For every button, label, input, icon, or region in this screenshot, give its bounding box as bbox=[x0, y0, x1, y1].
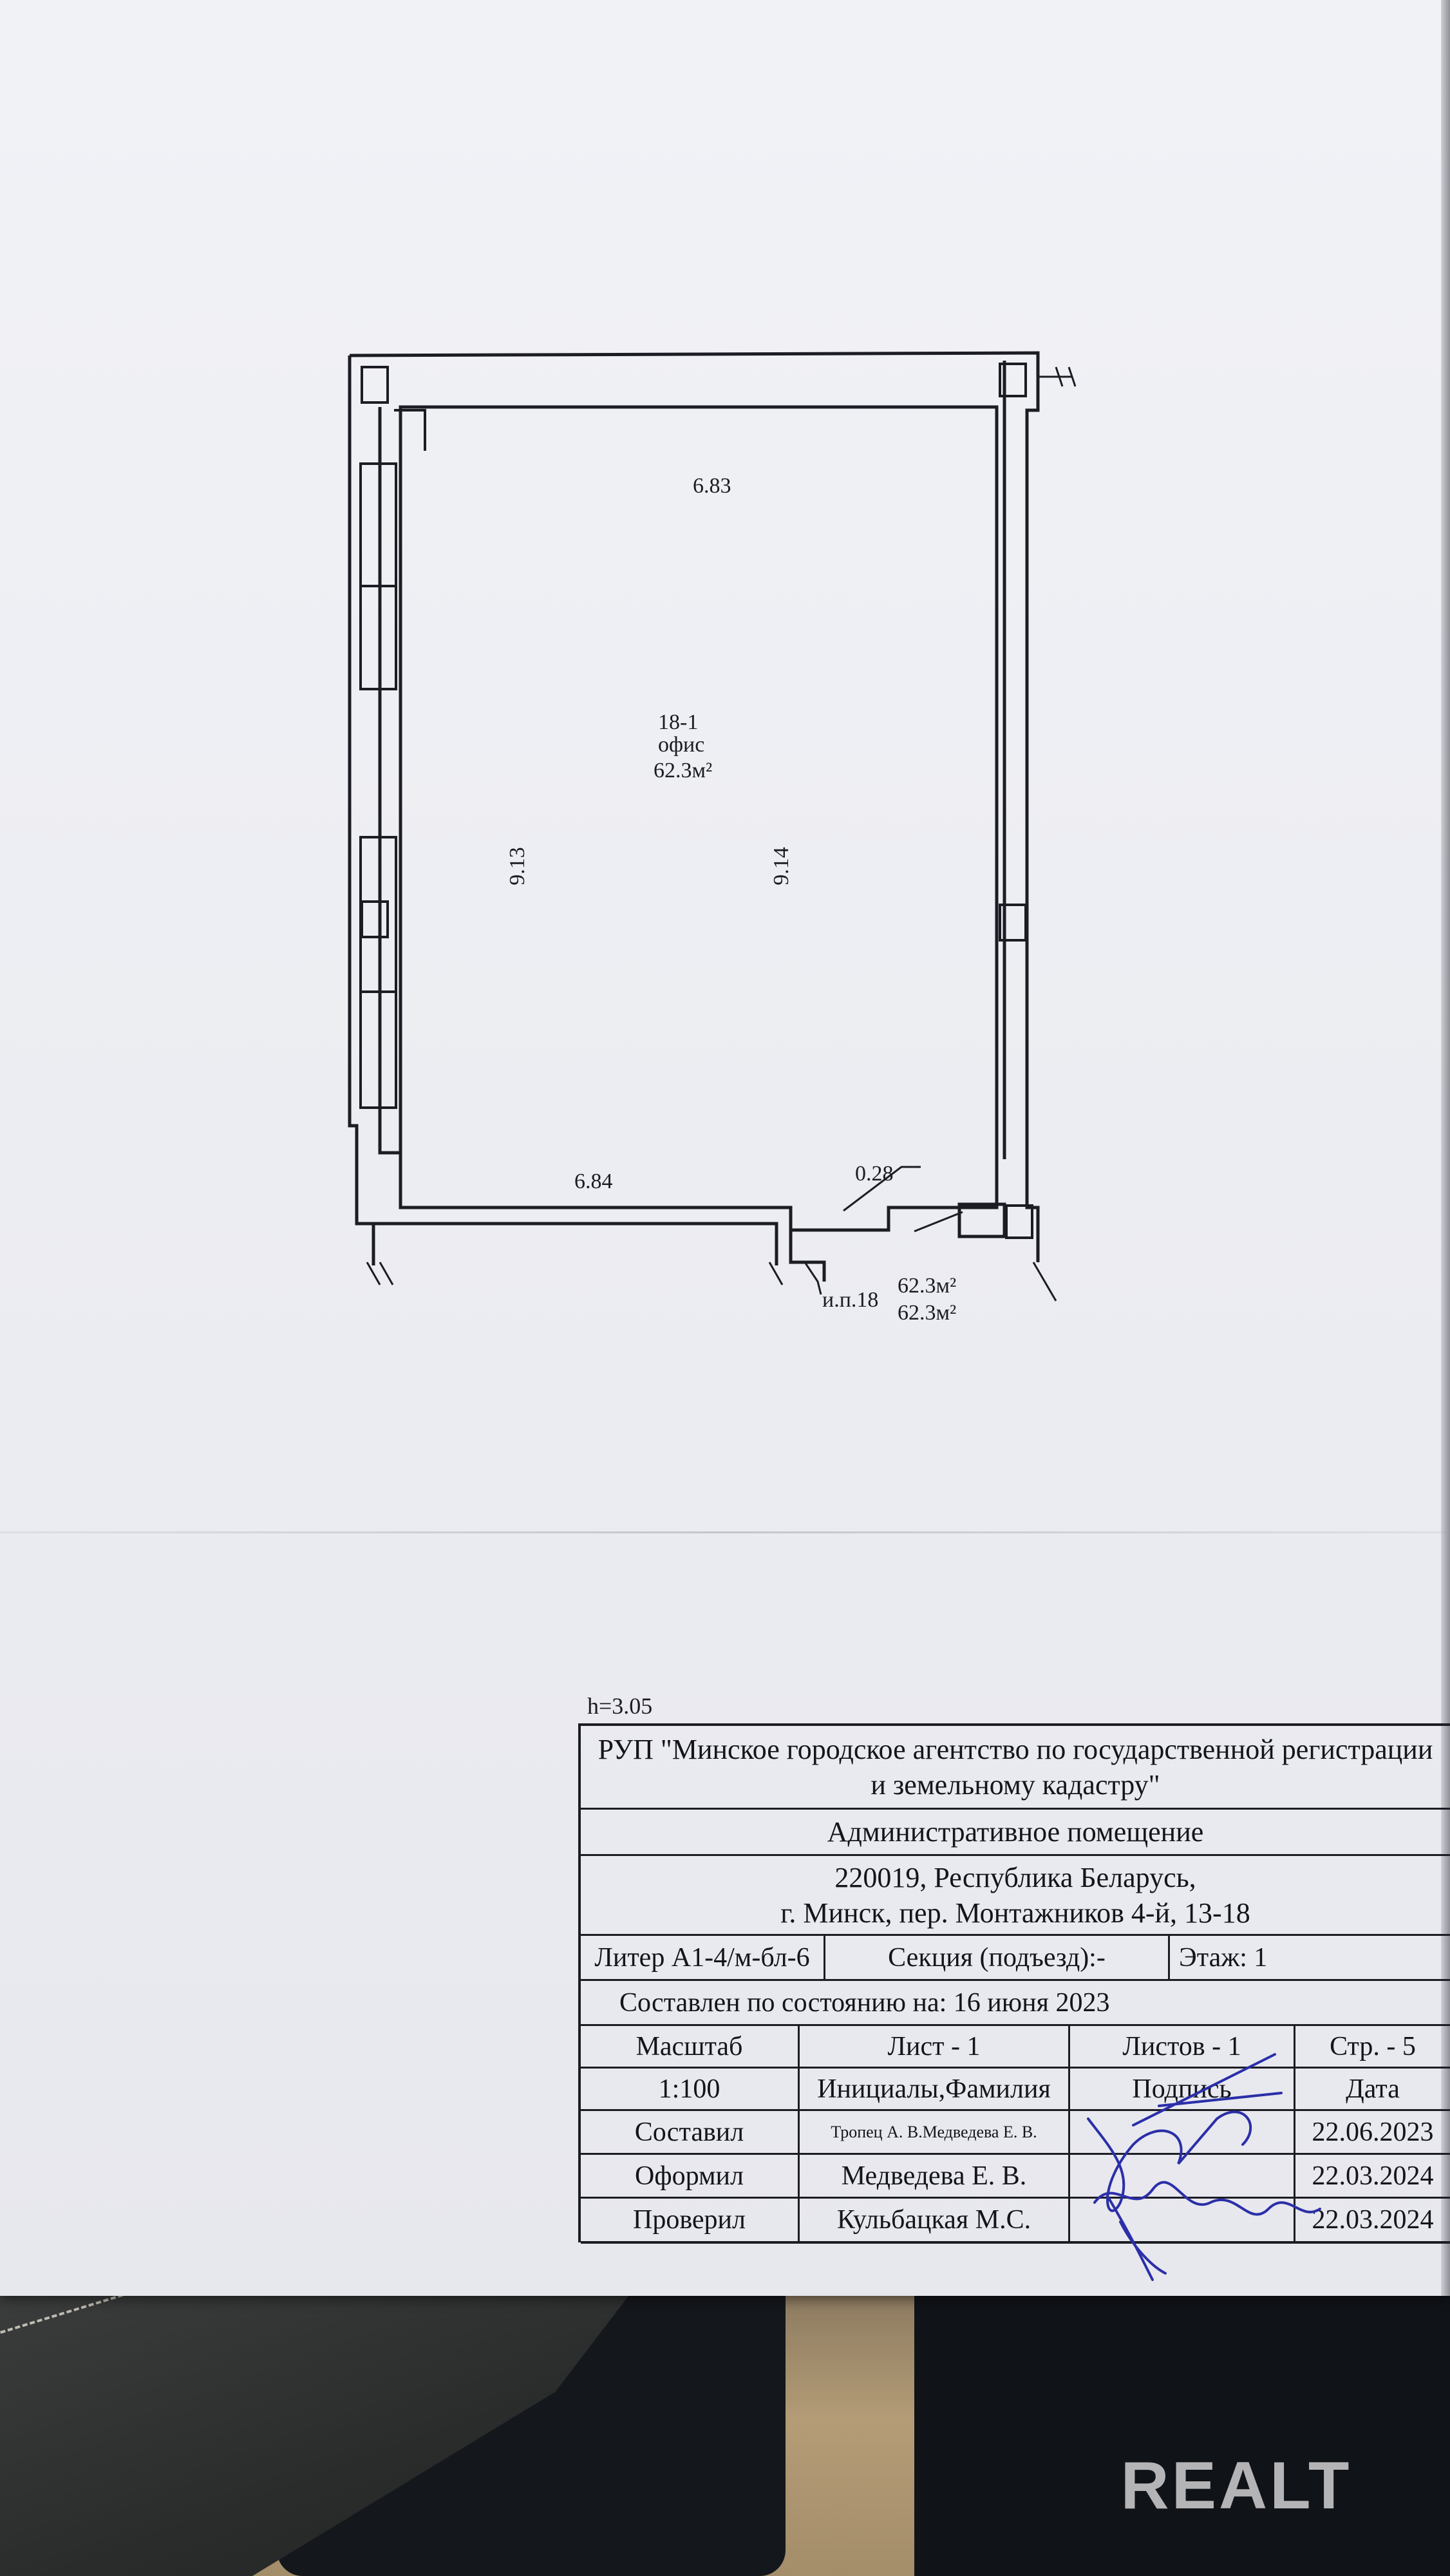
dimension-top: 6.83 bbox=[693, 474, 731, 498]
watermark-logo: REALT bbox=[1120, 2448, 1352, 2523]
tb-compiled-row: Составил Тропец А. В.Медведева Е. В. 22.… bbox=[581, 2111, 1450, 2155]
liter: Литер А1-4/м-бл-6 bbox=[581, 1936, 825, 1979]
tb-header-row: 1:100 Инициалы,Фамилия Подпись Дата bbox=[581, 2069, 1450, 2111]
section: Секция (подъезд):- bbox=[825, 1936, 1170, 1979]
height-label: h=3.05 bbox=[587, 1693, 653, 1719]
tb-formatted-row: Оформил Медведева Е. В. 22.03.2024 bbox=[581, 2155, 1450, 2199]
dimension-small: 0.28 bbox=[855, 1162, 894, 1186]
date-checked: 22.03.2024 bbox=[1312, 2205, 1434, 2235]
column-top-right bbox=[999, 363, 1027, 397]
sheet-label: Лист - 1 bbox=[800, 2026, 1070, 2067]
document-type: Административное помещение bbox=[827, 1816, 1204, 1848]
signature-header: Подпись bbox=[1070, 2069, 1295, 2109]
role-compiled: Составил bbox=[581, 2111, 800, 2153]
room-type: офис bbox=[658, 733, 705, 757]
name-formatted: Медведева Е. В. bbox=[800, 2155, 1070, 2197]
names-header: Инициалы,Фамилия bbox=[800, 2069, 1070, 2109]
date-formatted: 22.03.2024 bbox=[1312, 2161, 1434, 2191]
name-checked: Кульбацкая М.С. bbox=[800, 2199, 1070, 2241]
tb-scale-row: Масштаб Лист - 1 Листов - 1 Стр. - 5 bbox=[581, 2026, 1450, 2069]
sheet-edge bbox=[1441, 0, 1450, 2296]
tb-state-row: Составлен по состоянию на: 16 июня 2023 bbox=[581, 1981, 1450, 2026]
room-number: 18-1 bbox=[658, 710, 699, 734]
floor-plan-drawing bbox=[348, 351, 1077, 1302]
column-bottom-right bbox=[1005, 1204, 1033, 1239]
column-top-left bbox=[361, 366, 389, 404]
title-block: РУП "Минское городское агентство по госу… bbox=[578, 1723, 1450, 2244]
floor-plan-sheet: 6.83 18-1 офис 62.3м² 9.13 9.14 6.84 0.2… bbox=[0, 0, 1450, 2296]
background-trouser-right bbox=[914, 2293, 1450, 2576]
scale-label: Масштаб bbox=[581, 2026, 800, 2067]
handwritten-signature bbox=[1087, 2053, 1321, 2281]
role-checked: Проверил bbox=[581, 2199, 800, 2241]
floor: Этаж: 1 bbox=[1179, 1942, 1268, 1973]
tb-doc-type-row: Административное помещение bbox=[581, 1810, 1450, 1856]
signature-cell bbox=[1070, 2199, 1295, 2241]
sheets-label: Листов - 1 bbox=[1070, 2026, 1295, 2067]
signature-cell bbox=[1070, 2111, 1295, 2153]
outer-wall-left bbox=[348, 355, 375, 1265]
date-header: Дата bbox=[1346, 2074, 1400, 2104]
name-compiled: Тропец А. В.Медведева Е. В. bbox=[800, 2111, 1070, 2153]
address-line-2: г. Минск, пер. Монтажников 4-й, 13-18 bbox=[780, 1897, 1250, 1929]
page-label: Стр. - 5 bbox=[1330, 2031, 1416, 2061]
date-compiled: 22.06.2023 bbox=[1312, 2117, 1434, 2147]
signature-cell bbox=[1070, 2155, 1295, 2197]
room-area: 62.3м² bbox=[654, 759, 713, 782]
address-line-1: 220019, Республика Беларусь, bbox=[834, 1861, 1196, 1893]
area-total-2: 62.3м² bbox=[898, 1301, 957, 1325]
column-mid-right bbox=[999, 904, 1027, 942]
role-formatted: Оформил bbox=[581, 2155, 800, 2197]
entrance-label: и.п.18 bbox=[822, 1288, 879, 1312]
area-total-1: 62.3м² bbox=[898, 1274, 957, 1298]
tb-liter-row: Литер А1-4/м-бл-6 Секция (подъезд):- Эта… bbox=[581, 1936, 1450, 1981]
tb-organization-row: РУП "Минское городское агентство по госу… bbox=[581, 1726, 1450, 1810]
tb-address-row: 220019, Республика Беларусь, г. Минск, п… bbox=[581, 1856, 1450, 1936]
tb-checked-row: Проверил Кульбацкая М.С. 22.03.2024 bbox=[581, 2199, 1450, 2244]
dimension-bottom: 6.84 bbox=[574, 1170, 613, 1193]
state-date: Составлен по состоянию на: 16 июня 2023 bbox=[619, 1987, 1110, 2018]
organization-name: РУП "Минское городское агентство по госу… bbox=[598, 1733, 1433, 1801]
sheet-fold bbox=[0, 1531, 1450, 1533]
outer-wall bbox=[349, 351, 1040, 1262]
room-outline bbox=[399, 405, 999, 1232]
scale-value: 1:100 bbox=[581, 2069, 800, 2109]
